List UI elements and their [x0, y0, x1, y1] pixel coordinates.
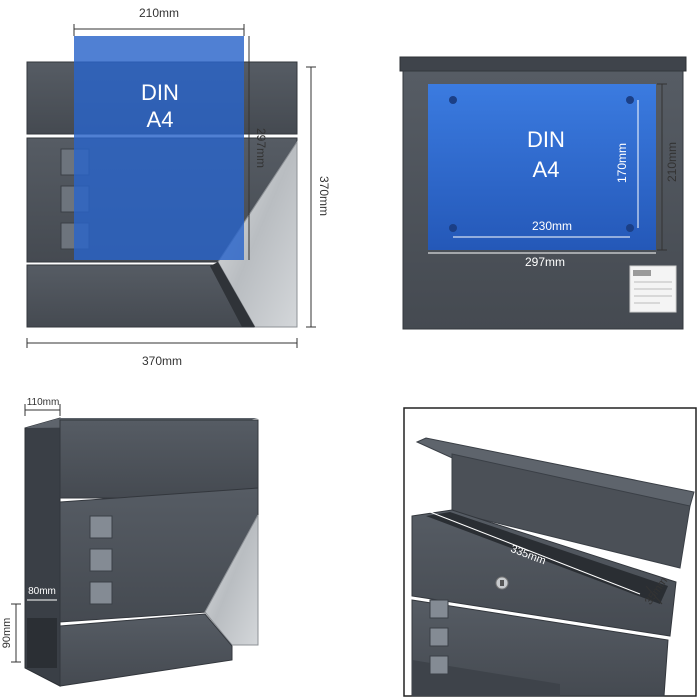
dim-label-90: 90mm — [1, 618, 13, 649]
dim-label-110: 110mm — [27, 397, 60, 408]
dim-label-80: 80mm — [28, 586, 56, 597]
dim-label-210-right: 210mm — [665, 142, 679, 182]
dim-label-170: 170mm — [615, 143, 629, 183]
dim-label-370-vertical: 370mm — [317, 176, 331, 216]
mailbox-top-section — [59, 419, 259, 499]
screw-hole-icon — [449, 224, 457, 232]
din-label-line1: DIN — [527, 127, 565, 152]
lock-keyhole — [500, 580, 504, 586]
din-label-line2: A4 — [147, 107, 174, 132]
din-a4-sheet — [428, 84, 656, 250]
mailbox-open-lid-inner — [451, 453, 691, 569]
panel-side-depth: 110mm 80mm 90mm — [1, 397, 259, 687]
sticker-logo-icon — [633, 270, 651, 276]
newspaper-compartment-opening — [27, 618, 57, 668]
screw-hole-icon — [626, 96, 634, 104]
dim-label-297: 297mm — [254, 128, 268, 168]
window-pane-1 — [429, 599, 449, 619]
window-pane-1 — [89, 515, 113, 539]
din-label-line2: A4 — [533, 157, 560, 182]
mailbox-bottom-section — [412, 660, 560, 696]
dim-label-210: 210mm — [139, 6, 179, 20]
window-pane-2 — [429, 627, 449, 647]
dim-label-230: 230mm — [532, 219, 572, 233]
screw-hole-icon — [626, 224, 634, 232]
back-panel-lid — [399, 56, 687, 72]
steel-plate — [204, 514, 259, 646]
window-pane-3 — [89, 581, 113, 605]
dim-label-370-horizontal: 370mm — [142, 354, 182, 368]
dim-line-35 — [645, 585, 663, 605]
steel-bottom-edge — [210, 262, 255, 327]
window-pane-3 — [429, 655, 449, 675]
din-a4-overlay — [74, 36, 244, 260]
panel-front-din-a4: DIN A4 210mm 297mm 370mm 370mm — [26, 6, 331, 368]
mailbox-upper-body — [411, 509, 677, 637]
screw-hole-icon — [449, 96, 457, 104]
dim-line-335 — [429, 511, 641, 595]
window-pane-2 — [89, 548, 113, 572]
dim-label-297-bottom: 297mm — [525, 255, 565, 269]
panel-back-din-a4: DIN A4 170mm 230mm 210mm 297mm — [399, 56, 687, 330]
mailbox-bottom-section — [59, 613, 233, 687]
din-label-line1: DIN — [141, 80, 179, 105]
panel-open-lid: 335mm 35mm — [403, 407, 697, 697]
